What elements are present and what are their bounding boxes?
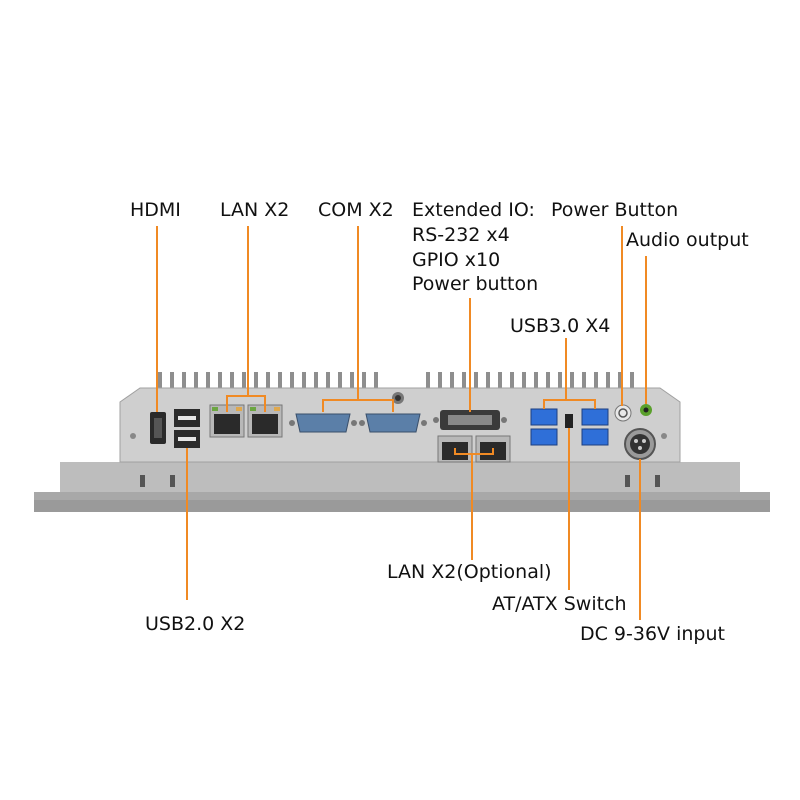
lan-optional-leader-branch (472, 448, 494, 455)
label-lan-optional: LAN X2(Optional) (387, 561, 552, 583)
usb3-ports (530, 408, 609, 446)
label-extended-io-power: Power button (412, 273, 539, 295)
usb2-ports (174, 409, 200, 448)
label-audio-output: Audio output (626, 229, 749, 251)
label-hdmi: HDMI (130, 199, 181, 221)
at-atx-switch (565, 414, 573, 428)
lan-leader (226, 226, 249, 412)
display-bezel (34, 462, 770, 512)
label-usb3: USB3.0 X4 (510, 315, 611, 337)
audio-output-jack (640, 404, 652, 416)
label-extended-io-title: Extended IO: (412, 199, 535, 221)
label-lan: LAN X2 (220, 199, 290, 221)
label-com: COM X2 (318, 199, 394, 221)
com-leader-branch (358, 399, 394, 412)
hdmi-port (150, 412, 166, 444)
heatsink-fins (158, 372, 634, 390)
com-leader (322, 226, 359, 412)
label-at-atx-switch: AT/ATX Switch (492, 593, 627, 615)
lan-optional-leader (454, 448, 473, 560)
label-dc-input: DC 9-36V input (580, 623, 725, 645)
label-usb2: USB2.0 X2 (145, 613, 246, 635)
lan-optional-ports (437, 435, 511, 463)
extended-io-connector (433, 410, 507, 430)
usb3-leader (543, 338, 567, 409)
usb3-leader-branch (566, 399, 596, 409)
label-power-button: Power Button (551, 199, 679, 221)
dc-input-connector (624, 428, 656, 460)
label-extended-io-gpio: GPIO x10 (412, 249, 501, 271)
com-ports (289, 413, 427, 433)
label-extended-io-rs232: RS-232 x4 (412, 224, 510, 246)
lan-leader-branch (248, 395, 266, 412)
